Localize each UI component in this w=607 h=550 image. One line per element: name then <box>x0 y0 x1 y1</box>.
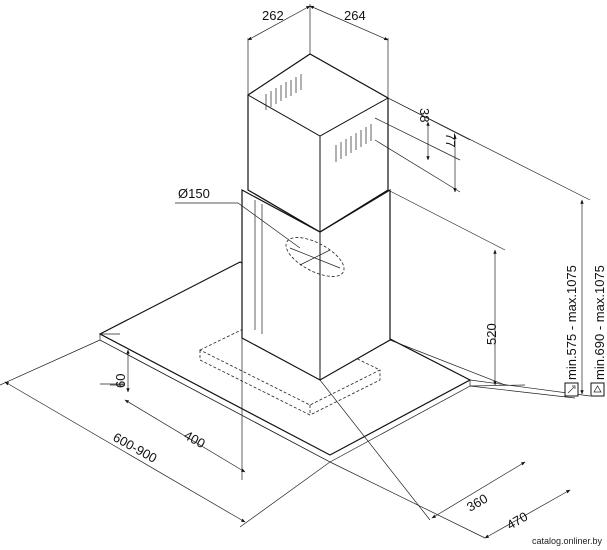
dimension-vent: 38 77 <box>374 97 471 193</box>
electric-hob-icon <box>564 382 579 397</box>
air-outlet <box>285 237 345 277</box>
dim-diameter-label: Ø150 <box>178 186 210 201</box>
height-range-1-label: min.575 - max.1075 <box>564 265 579 380</box>
dimension-top: 262 264 <box>247 4 389 98</box>
vent-slots-left <box>265 74 302 110</box>
dim-360-label: 360 <box>464 491 490 515</box>
gas-hob-icon <box>590 382 605 397</box>
watermark: catalog.onliner.by <box>532 536 603 546</box>
dim-60-label: 60 <box>113 374 128 388</box>
dimension-520: 520 <box>387 189 506 386</box>
dim-38-label: 38 <box>417 108 432 122</box>
dim-77-label: 77 <box>443 133 458 147</box>
vent-slots-right <box>335 124 372 162</box>
dim-264-label: 264 <box>344 8 366 23</box>
dimension-diameter: Ø150 <box>175 186 301 249</box>
dim-520-label: 520 <box>484 323 499 345</box>
dim-470-label: 470 <box>504 509 530 533</box>
dimension-360: 360 <box>319 379 526 521</box>
dimension-height-range: min.575 - max.1075 min.690 - max.1075 <box>387 97 607 397</box>
dim-262-label: 262 <box>262 8 284 23</box>
height-range-2-label: min.690 - max.1075 <box>592 265 607 380</box>
chimney <box>241 53 391 381</box>
